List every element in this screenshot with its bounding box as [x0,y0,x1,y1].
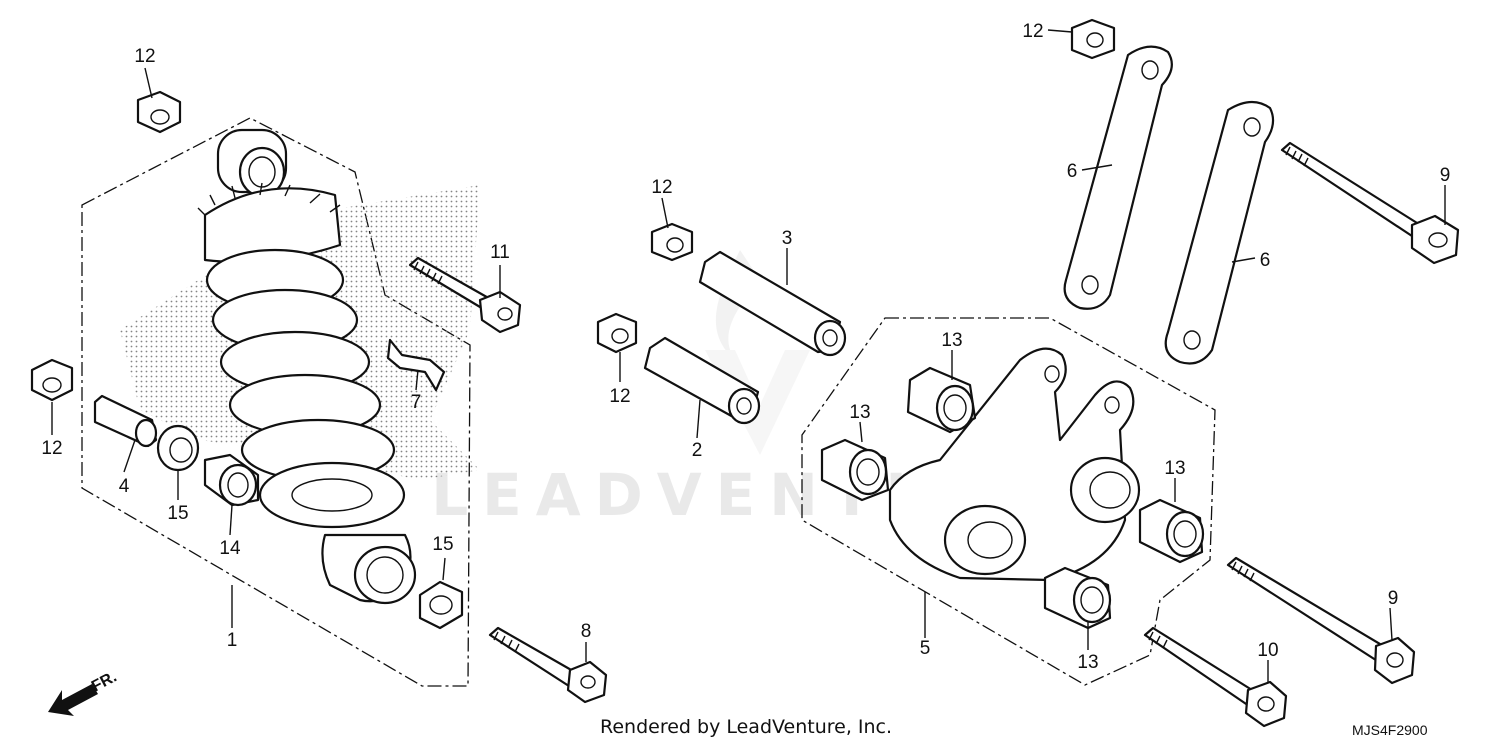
callout-1: 1 [227,630,238,651]
callout-14: 14 [219,538,241,559]
linkage-assembly-outline [801,317,1216,686]
needle-bearing-13-a[interactable] [906,366,977,434]
callout-13-b: 13 [849,402,870,423]
callout-3: 3 [782,228,793,249]
callout-15-a: 15 [167,503,188,524]
needle-bearing-13-c[interactable] [1138,498,1205,564]
cushion-arm-5[interactable] [888,347,1141,582]
bolt-8[interactable] [488,626,608,704]
callout-2: 2 [692,440,703,461]
rear-shock-absorber[interactable] [197,128,417,605]
callout-4: 4 [119,476,130,497]
callout-9-b: 9 [1388,588,1399,609]
callout-13-a: 13 [941,330,962,351]
callout-12-a: 12 [134,46,155,67]
callout-10: 10 [1257,640,1278,661]
callout-12-d: 12 [609,386,630,407]
collar-2[interactable] [643,336,761,425]
needle-bearing-13-b[interactable] [820,438,890,502]
flange-nut-12-a[interactable] [136,90,182,134]
callout-labels: 12 12 4 15 14 1 15 7 11 8 12 12 3 2 12 6… [41,21,1450,673]
front-direction-arrow-icon: FR. [48,668,120,716]
callout-7: 7 [411,392,422,413]
rendered-by-credit: Rendered by LeadVenture, Inc. [600,716,893,738]
connecting-rod-6-a[interactable] [1063,45,1173,310]
callout-13-d: 13 [1077,652,1098,673]
collar-4[interactable] [93,394,158,448]
diagram-code: MJS4F2900 [1352,722,1428,738]
bolt-11[interactable] [408,256,522,334]
callout-6-a: 6 [1067,161,1078,182]
callout-11: 11 [490,242,510,263]
shock-assembly-outline [81,117,471,687]
needle-bearing-13-d[interactable] [1043,566,1112,630]
collar-3[interactable] [698,250,847,357]
callout-15-b: 15 [432,534,453,555]
callout-5: 5 [920,638,931,659]
leader-lines [51,29,1446,682]
dust-seal-15-a[interactable] [156,424,200,472]
callout-13-c: 13 [1164,458,1185,479]
callout-9-a: 9 [1440,165,1451,186]
flange-nut-12-c[interactable] [650,222,694,262]
bolt-9-b[interactable] [1226,556,1416,685]
clip-7[interactable] [386,338,446,392]
bolt-10[interactable] [1143,626,1288,728]
connecting-rod-6-b[interactable] [1164,100,1275,365]
callout-12-e: 12 [1022,21,1043,42]
flange-nut-12-d[interactable] [596,312,638,354]
callout-12-c: 12 [651,177,672,198]
bolt-9-a[interactable] [1280,141,1460,265]
needle-bearing-14[interactable] [203,453,260,507]
callout-8: 8 [581,621,592,642]
flange-nut-12-b[interactable] [30,358,74,402]
callout-12-b: 12 [41,438,62,459]
callout-6-b: 6 [1260,250,1271,271]
flange-nut-12-e[interactable] [1070,18,1116,60]
dust-seal-15-b[interactable] [418,580,464,630]
